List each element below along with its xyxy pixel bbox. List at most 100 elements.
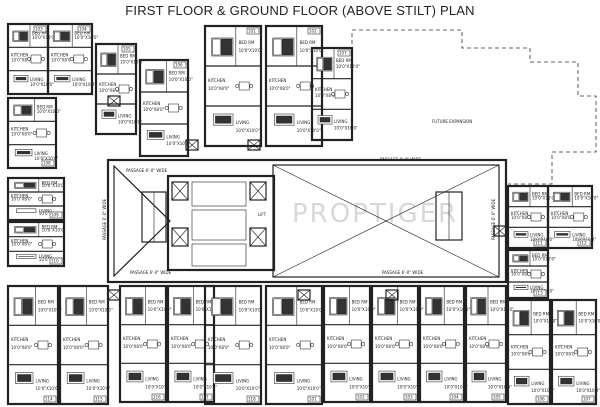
chair [235,343,240,347]
sofa-seat [332,372,346,381]
blanket [221,38,233,56]
blanket [24,182,36,188]
chair [310,343,315,347]
room-label: 10'0"X10'0" [300,308,324,313]
room-label: KITCHEN [511,345,528,350]
dining-table [41,239,53,249]
flat-number-box [577,239,591,247]
sofa-seat [380,372,394,381]
flat-outline [6,220,66,268]
flat-number-box [337,49,351,57]
dining-table [398,339,410,349]
room-label: 10'0"X8'0" [423,344,445,349]
flat-outline [464,284,508,404]
room-label: 10'0"X10'0" [236,128,260,133]
blanket [60,31,70,41]
lift-label: LIFT [258,212,267,217]
room-label: BED RM [490,299,506,304]
blanket [560,192,570,201]
flat-unit: BED RM10'0"X10'0"KITCHEN10'0"X8'0"LIVING… [203,24,263,148]
duct-cross [385,289,399,301]
room-label: BED RM [300,40,316,45]
duct-box [297,289,311,301]
chair [485,342,489,346]
dining-table [194,339,206,349]
lift-block: LIFT [171,181,267,247]
room-label: 10'0"X10'0" [72,82,96,87]
flat-unit: BED RM10'0"X10'0"KITCHEN10'0"X8'0"LIVING… [118,284,172,404]
duct-box [493,225,507,237]
room-label: LIVING [145,377,158,382]
room-label: LIVING [572,233,585,238]
chair [84,343,89,347]
room-label: BED RM [42,225,58,230]
flat-outline [58,284,110,406]
room-label: 10'0"X10'0" [89,308,113,313]
flat-unit: BED RM10'0"X10'0"KITCHEN10'0"X8'0"LIVING… [418,284,470,404]
room-label: BED RM [532,253,548,258]
room-label: LIVING [36,378,49,383]
room-label: 105 [123,47,131,52]
dining-table [334,89,346,99]
chair [587,350,592,354]
passage-label-left: PASSAGE 6'-0" WIDE [102,198,107,240]
chair [249,84,254,88]
flat-outline [310,46,354,142]
blanket [564,311,574,326]
room-label: LIVING [488,377,501,382]
room-label: 10'0"X8'0" [143,107,165,112]
sofa-seat [473,372,485,381]
room-label: LIVING [193,377,206,382]
room-label: 10'0"X10'0" [297,386,321,391]
chair [347,342,352,346]
flat-unit: BED RM10'0"X10'0"KITCHEN10'0"X8'0"LIVING… [506,298,557,406]
room-label: 10'0"X10'0" [532,195,556,200]
blanket [432,298,442,315]
blanket [519,192,528,201]
blanket [337,298,347,315]
dining-table [73,54,85,64]
flat-number-box [33,25,47,33]
sofa-seat [68,374,83,382]
room-label: LIVING [576,381,589,386]
chair [573,350,578,354]
room-label: 10'0"X8'0" [11,196,33,201]
room-label: BED RM [352,299,368,304]
room-label: BED RM [574,191,590,196]
pillow [553,192,561,201]
room-label: 10'0"X8'0" [63,345,85,350]
flat-number-box [403,393,417,401]
room-label: 106 [537,397,545,402]
sofa-seat [148,132,163,138]
chair [541,215,545,219]
future-expansion-outline: FUTURE EXPANSION [351,29,597,185]
room-label: KITCHEN [269,78,286,83]
flat-unit: BED RM10'0"X10'0"KITCHEN10'0"X8'0"LIVING… [264,284,324,406]
flat-outline [166,284,216,404]
room-label: KITCHEN [123,336,140,341]
chair [164,106,169,110]
room-label: 10'0"X10'0" [400,307,424,312]
chair [541,272,545,276]
flat-outline [264,24,324,148]
staircase-core [141,191,167,243]
room-label: KITCHEN [63,337,80,342]
pillow [15,182,24,188]
room-label: BED RM [196,299,212,304]
room-label: 118 [248,397,256,402]
sofa-seat [556,233,569,236]
room-label: BED RM [37,105,53,110]
room-label: 113 [535,291,543,296]
chair [499,342,503,346]
room-label: 10'0"X10'0" [169,77,193,82]
blanket [153,70,164,84]
flat-outline [370,284,420,404]
chair [41,57,45,61]
flat-outline [203,24,263,148]
flat-unit: BED RM10'0"X10'0"KITCHEN10'0"X8'0"LIVING… [203,284,263,406]
flat-unit: BED RM10'0"X10'0"KITCHEN10'0"X8'0"LIVING… [506,248,556,300]
dining-table [530,212,542,222]
flat-outline [6,176,66,222]
blanket [19,31,28,41]
room-label: 10'0"X10'0" [533,319,557,324]
